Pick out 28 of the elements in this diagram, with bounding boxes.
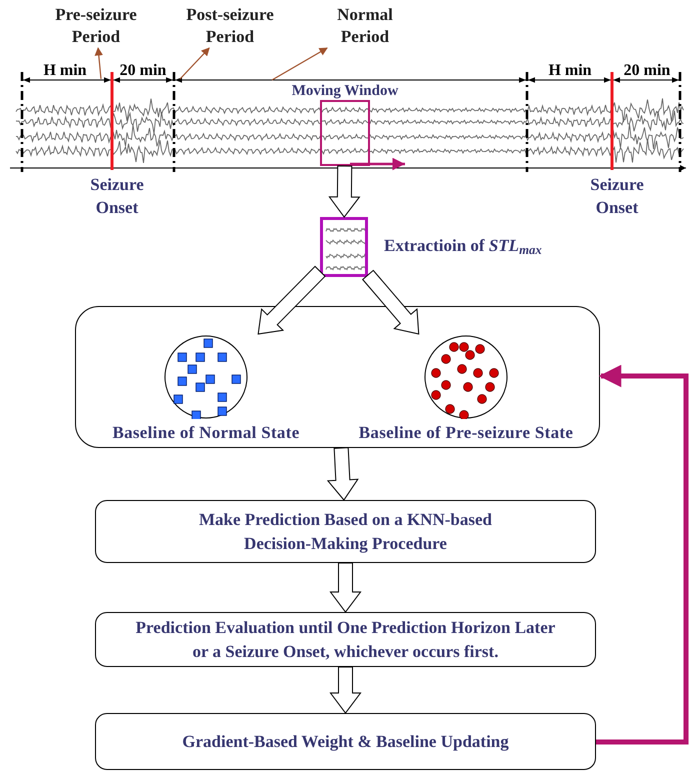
window-label: Moving Window bbox=[292, 82, 398, 100]
duration-label: 20 min bbox=[622, 62, 672, 79]
leader-arrow bbox=[94, 47, 103, 80]
block-arrow bbox=[258, 266, 326, 335]
baseline-panel bbox=[75, 306, 600, 448]
duration-label: H min bbox=[42, 62, 88, 79]
process-box: Gradient-Based Weight & Baseline Updating bbox=[95, 713, 596, 770]
process-box: Prediction Evaluation until One Prediction Horizon Later or a Seizure Onset, whichever occurs first. bbox=[95, 612, 596, 667]
block-arrow bbox=[362, 270, 420, 335]
leader-arrow bbox=[272, 47, 328, 81]
eeg-segment-box bbox=[320, 217, 368, 277]
feedback-arrow bbox=[596, 364, 688, 744]
extraction-label: Extractioin of STL$_{max}$ bbox=[384, 235, 542, 258]
block-arrow bbox=[330, 562, 362, 613]
period-label: Pre-seizure Period bbox=[50, 4, 142, 48]
block-arrow bbox=[326, 447, 359, 501]
baseline-label: Baseline of Normal State bbox=[112, 423, 300, 443]
seizure-onset-label: Seizure Onset bbox=[589, 174, 645, 219]
process-box: Make Prediction Based on a KNN-based Decision-Making Procedure bbox=[95, 500, 596, 563]
block-arrow bbox=[328, 165, 360, 218]
leader-arrow bbox=[180, 47, 210, 80]
duration-label: 20 min bbox=[118, 62, 168, 79]
period-label: Normal Period bbox=[322, 4, 408, 48]
block-arrow bbox=[330, 666, 362, 714]
baseline-label: Baseline of Pre-seizure State bbox=[358, 423, 574, 443]
period-label: Post-seizure Period bbox=[172, 4, 288, 48]
duration-label: H min bbox=[547, 62, 593, 79]
seizure-onset-label: Seizure Onset bbox=[89, 174, 145, 219]
